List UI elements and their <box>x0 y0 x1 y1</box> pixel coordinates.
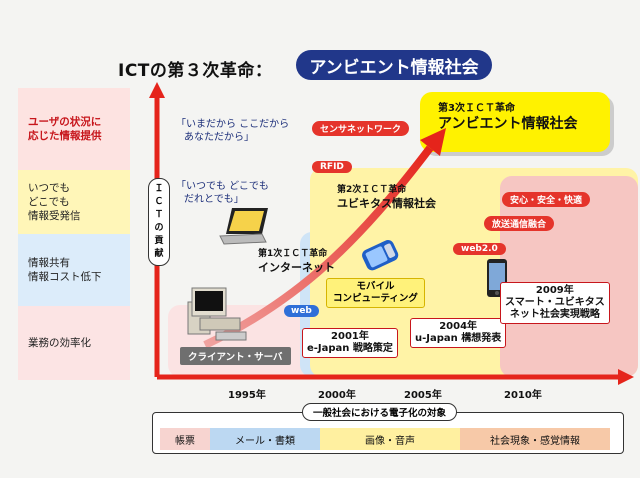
milestone-2001: 2001年 e-Japan 戦略策定 <box>302 328 398 358</box>
y-axis-label: Ｉ Ｃ Ｔ の 貢 献 <box>148 178 170 266</box>
left-item-line: 応じた情報提供 <box>28 130 102 142</box>
y-axis-char: 貢 <box>154 236 164 246</box>
x-axis-arrowhead <box>618 369 634 385</box>
y-axis-char: Ｃ <box>154 197 164 207</box>
quote-line: 「いつでも どこでも <box>176 181 269 192</box>
revolution-number: 第1次ＩＣＴ革命 <box>258 249 328 259</box>
y-axis-char: 献 <box>154 249 164 259</box>
left-item-line: 業務の効率化 <box>28 337 91 349</box>
pill-broadcast: 放送通信融合 <box>484 216 555 231</box>
milestone-2004: 2004年 u-Japan 構想発表 <box>410 318 507 348</box>
mobile-computing-box: モバイル コンピューティング <box>326 278 425 308</box>
left-item-anytime: いつでも どこでも 情報受発信 <box>18 170 130 234</box>
left-item-line: 情報コスト低下 <box>28 271 102 283</box>
first-revolution-label: 第1次ＩＣＴ革命 インターネット <box>258 248 335 274</box>
left-item-sharing: 情報共有 情報コスト低下 <box>18 234 130 306</box>
category-forms: 帳票 <box>160 428 210 450</box>
mobile-phone-icon <box>362 240 399 271</box>
left-item-line: 情報受発信 <box>28 210 81 222</box>
quote-anytime: 「いつでも どこでも だれとでも」 <box>176 180 269 206</box>
third-revolution-label: 第3次ＩＣＴ革命 アンビエント情報社会 <box>438 102 577 133</box>
x-tick-2005: 2005年 <box>404 390 442 401</box>
category-media: 画像・音声 <box>320 428 460 450</box>
quote-line: あなただから」 <box>184 132 254 143</box>
milestone-text: e-Japan 戦略策定 <box>307 343 393 354</box>
left-item-efficiency: 業務の効率化 <box>18 306 130 380</box>
pill-web2: web2.0 <box>453 243 506 255</box>
y-axis-char: Ｔ <box>154 210 164 220</box>
revolution-name: アンビエント情報社会 <box>438 116 578 132</box>
milestone-year: 2004年 <box>439 321 478 332</box>
pill-sensor-network: センサネットワーク <box>312 121 410 136</box>
x-tick-1995: 1995年 <box>228 390 266 401</box>
left-item-line: ユーザの状況に <box>28 116 102 128</box>
band-third <box>420 92 610 152</box>
page-title: ICTの第３次革命： <box>118 61 273 81</box>
pill-anshin: 安心・安全・快適 <box>502 192 591 207</box>
bottom-header: 一般社会における電子化の対象 <box>302 403 458 421</box>
client-server-label: クライアント・サーバ <box>180 347 291 365</box>
revolution-name: ユビキタス情報社会 <box>337 197 436 210</box>
y-axis-char: Ｉ <box>154 184 164 194</box>
category-social: 社会現象・感覚情報 <box>460 428 610 450</box>
left-item-line: どこでも <box>28 196 70 208</box>
category-mail: メール・書類 <box>210 428 320 450</box>
quote-line: 「いまだから ここだから <box>176 119 290 130</box>
revolution-number: 第2次ＩＣＴ革命 <box>337 185 407 195</box>
desktop-computer-icon <box>187 287 247 341</box>
quote-line: だれとでも」 <box>184 194 244 205</box>
left-item-user-context: ユーザの状況に 応じた情報提供 <box>18 88 130 170</box>
milestone-year: 2001年 <box>331 331 369 342</box>
quote-here-now: 「いまだから ここだから あなただから」 <box>176 118 289 144</box>
revolution-number: 第3次ＩＣＴ革命 <box>438 103 515 114</box>
milestone-2009: 2009年 スマート・ユビキタス ネット社会実現戦略 <box>500 282 610 324</box>
left-item-line: いつでも <box>28 182 70 194</box>
mobile-line: モバイル <box>356 281 395 292</box>
milestone-text: スマート・ユビキタス <box>505 297 605 308</box>
y-axis-arrowhead <box>149 82 165 98</box>
x-tick-2010: 2010年 <box>504 390 542 401</box>
second-revolution-label: 第2次ＩＣＴ革命 ユビキタス情報社会 <box>337 184 436 210</box>
milestone-text: u-Japan 構想発表 <box>415 333 502 344</box>
growth-arrowhead <box>420 128 446 156</box>
y-axis-char: の <box>154 223 164 233</box>
milestone-year: 2009年 <box>535 285 574 296</box>
revolution-name: インターネット <box>258 261 335 274</box>
title-pill: アンビエント情報社会 <box>296 50 492 80</box>
x-tick-2000: 2000年 <box>318 390 356 401</box>
left-item-line: 情報共有 <box>28 257 70 269</box>
pill-rfid: RFID <box>312 161 352 173</box>
laptop-icon <box>219 208 268 245</box>
band-red <box>500 176 638 377</box>
mobile-line: コンピューティング <box>333 293 418 304</box>
pill-web: web <box>284 305 319 317</box>
milestone-text: ネット社会実現戦略 <box>509 309 600 320</box>
